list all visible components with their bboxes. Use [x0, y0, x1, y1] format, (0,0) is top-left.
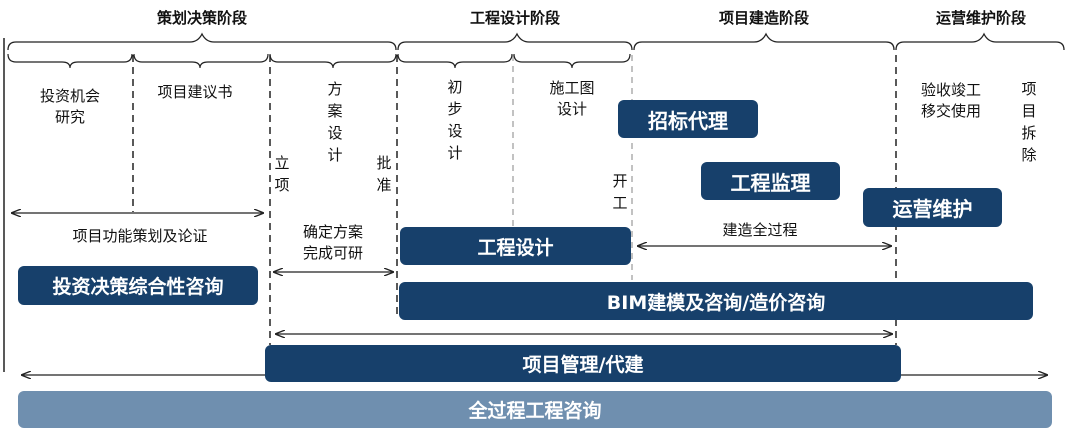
service-investment-consulting: 投资决策综合性咨询 [18, 266, 258, 305]
step-construction-drawing: 施工图 设计 [549, 79, 595, 118]
stage-brace-2 [397, 32, 633, 51]
stage-title-construction: 项目建造阶段 [718, 9, 810, 27]
step-approval: 批 准 [376, 154, 392, 194]
step-demolition: 项 目 拆 除 [1021, 80, 1037, 164]
stage-brace-3 [633, 32, 895, 51]
light-dashed-dividers [512, 55, 633, 280]
service-bidding-agency: 招标代理 [618, 100, 758, 138]
stage-brace-1 [7, 32, 397, 51]
label-whole-construction: 建造全过程 [722, 221, 798, 239]
service-bim-cost: BIM建模及咨询/造价咨询 [399, 282, 1033, 320]
stage-title-design: 工程设计阶段 [469, 9, 561, 27]
step-scheme-design: 方 案 设 计 [327, 80, 343, 164]
service-project-management: 项目管理/代建 [265, 345, 901, 382]
stage-title-operation: 运营维护阶段 [935, 9, 1027, 27]
step-start-work: 开 工 [612, 172, 628, 212]
service-whole-process: 全过程工程咨询 [18, 391, 1052, 428]
step-acceptance: 验收竣工 移交使用 [920, 81, 981, 120]
label-confirm-scheme: 确定方案 完成可研 [302, 223, 363, 262]
step-preliminary-design: 初 步 设 计 [447, 78, 463, 162]
service-engineering-design: 工程设计 [400, 227, 631, 265]
step-initiation: 立 项 [274, 154, 290, 194]
sub-braces [7, 53, 631, 69]
step-invest-opportunity: 投资机会 研究 [39, 87, 100, 126]
stage-brace-4 [895, 32, 1065, 51]
service-operation: 运营维护 [863, 188, 1002, 227]
service-supervision: 工程监理 [701, 162, 840, 200]
label-function-planning: 项目功能策划及论证 [72, 227, 208, 245]
step-proposal: 项目建议书 [157, 83, 233, 101]
stage-title-planning: 策划决策阶段 [156, 9, 248, 27]
